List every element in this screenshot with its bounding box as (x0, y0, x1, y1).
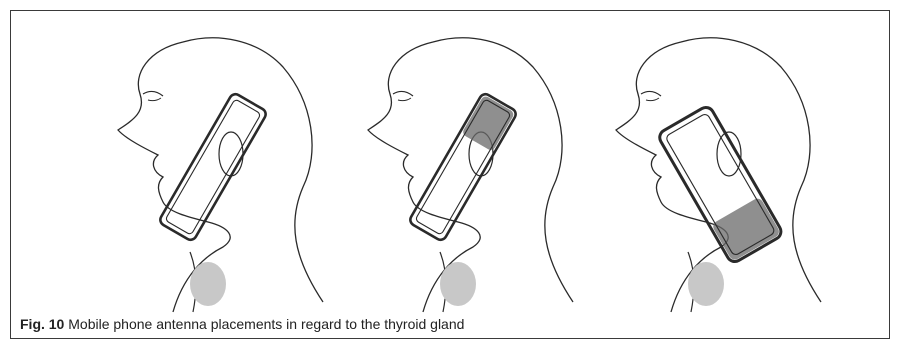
panel-2-head (368, 38, 573, 312)
thyroid-gland (440, 262, 476, 306)
phone (158, 92, 268, 242)
figure-caption-text: Mobile phone antenna placements in regar… (68, 316, 464, 332)
ear (219, 132, 243, 176)
antenna-region-top (461, 95, 515, 152)
thyroid-gland (688, 262, 724, 306)
figure-caption: Fig. 10 Mobile phone antenna placements … (20, 316, 464, 332)
phone (657, 105, 784, 265)
antenna-region-bottom (711, 196, 781, 261)
panel-1-head (118, 38, 323, 312)
panel-3-head (616, 38, 821, 312)
figure-caption-label: Fig. 10 (20, 316, 64, 332)
thyroid-gland (190, 262, 226, 306)
phone (408, 92, 518, 242)
